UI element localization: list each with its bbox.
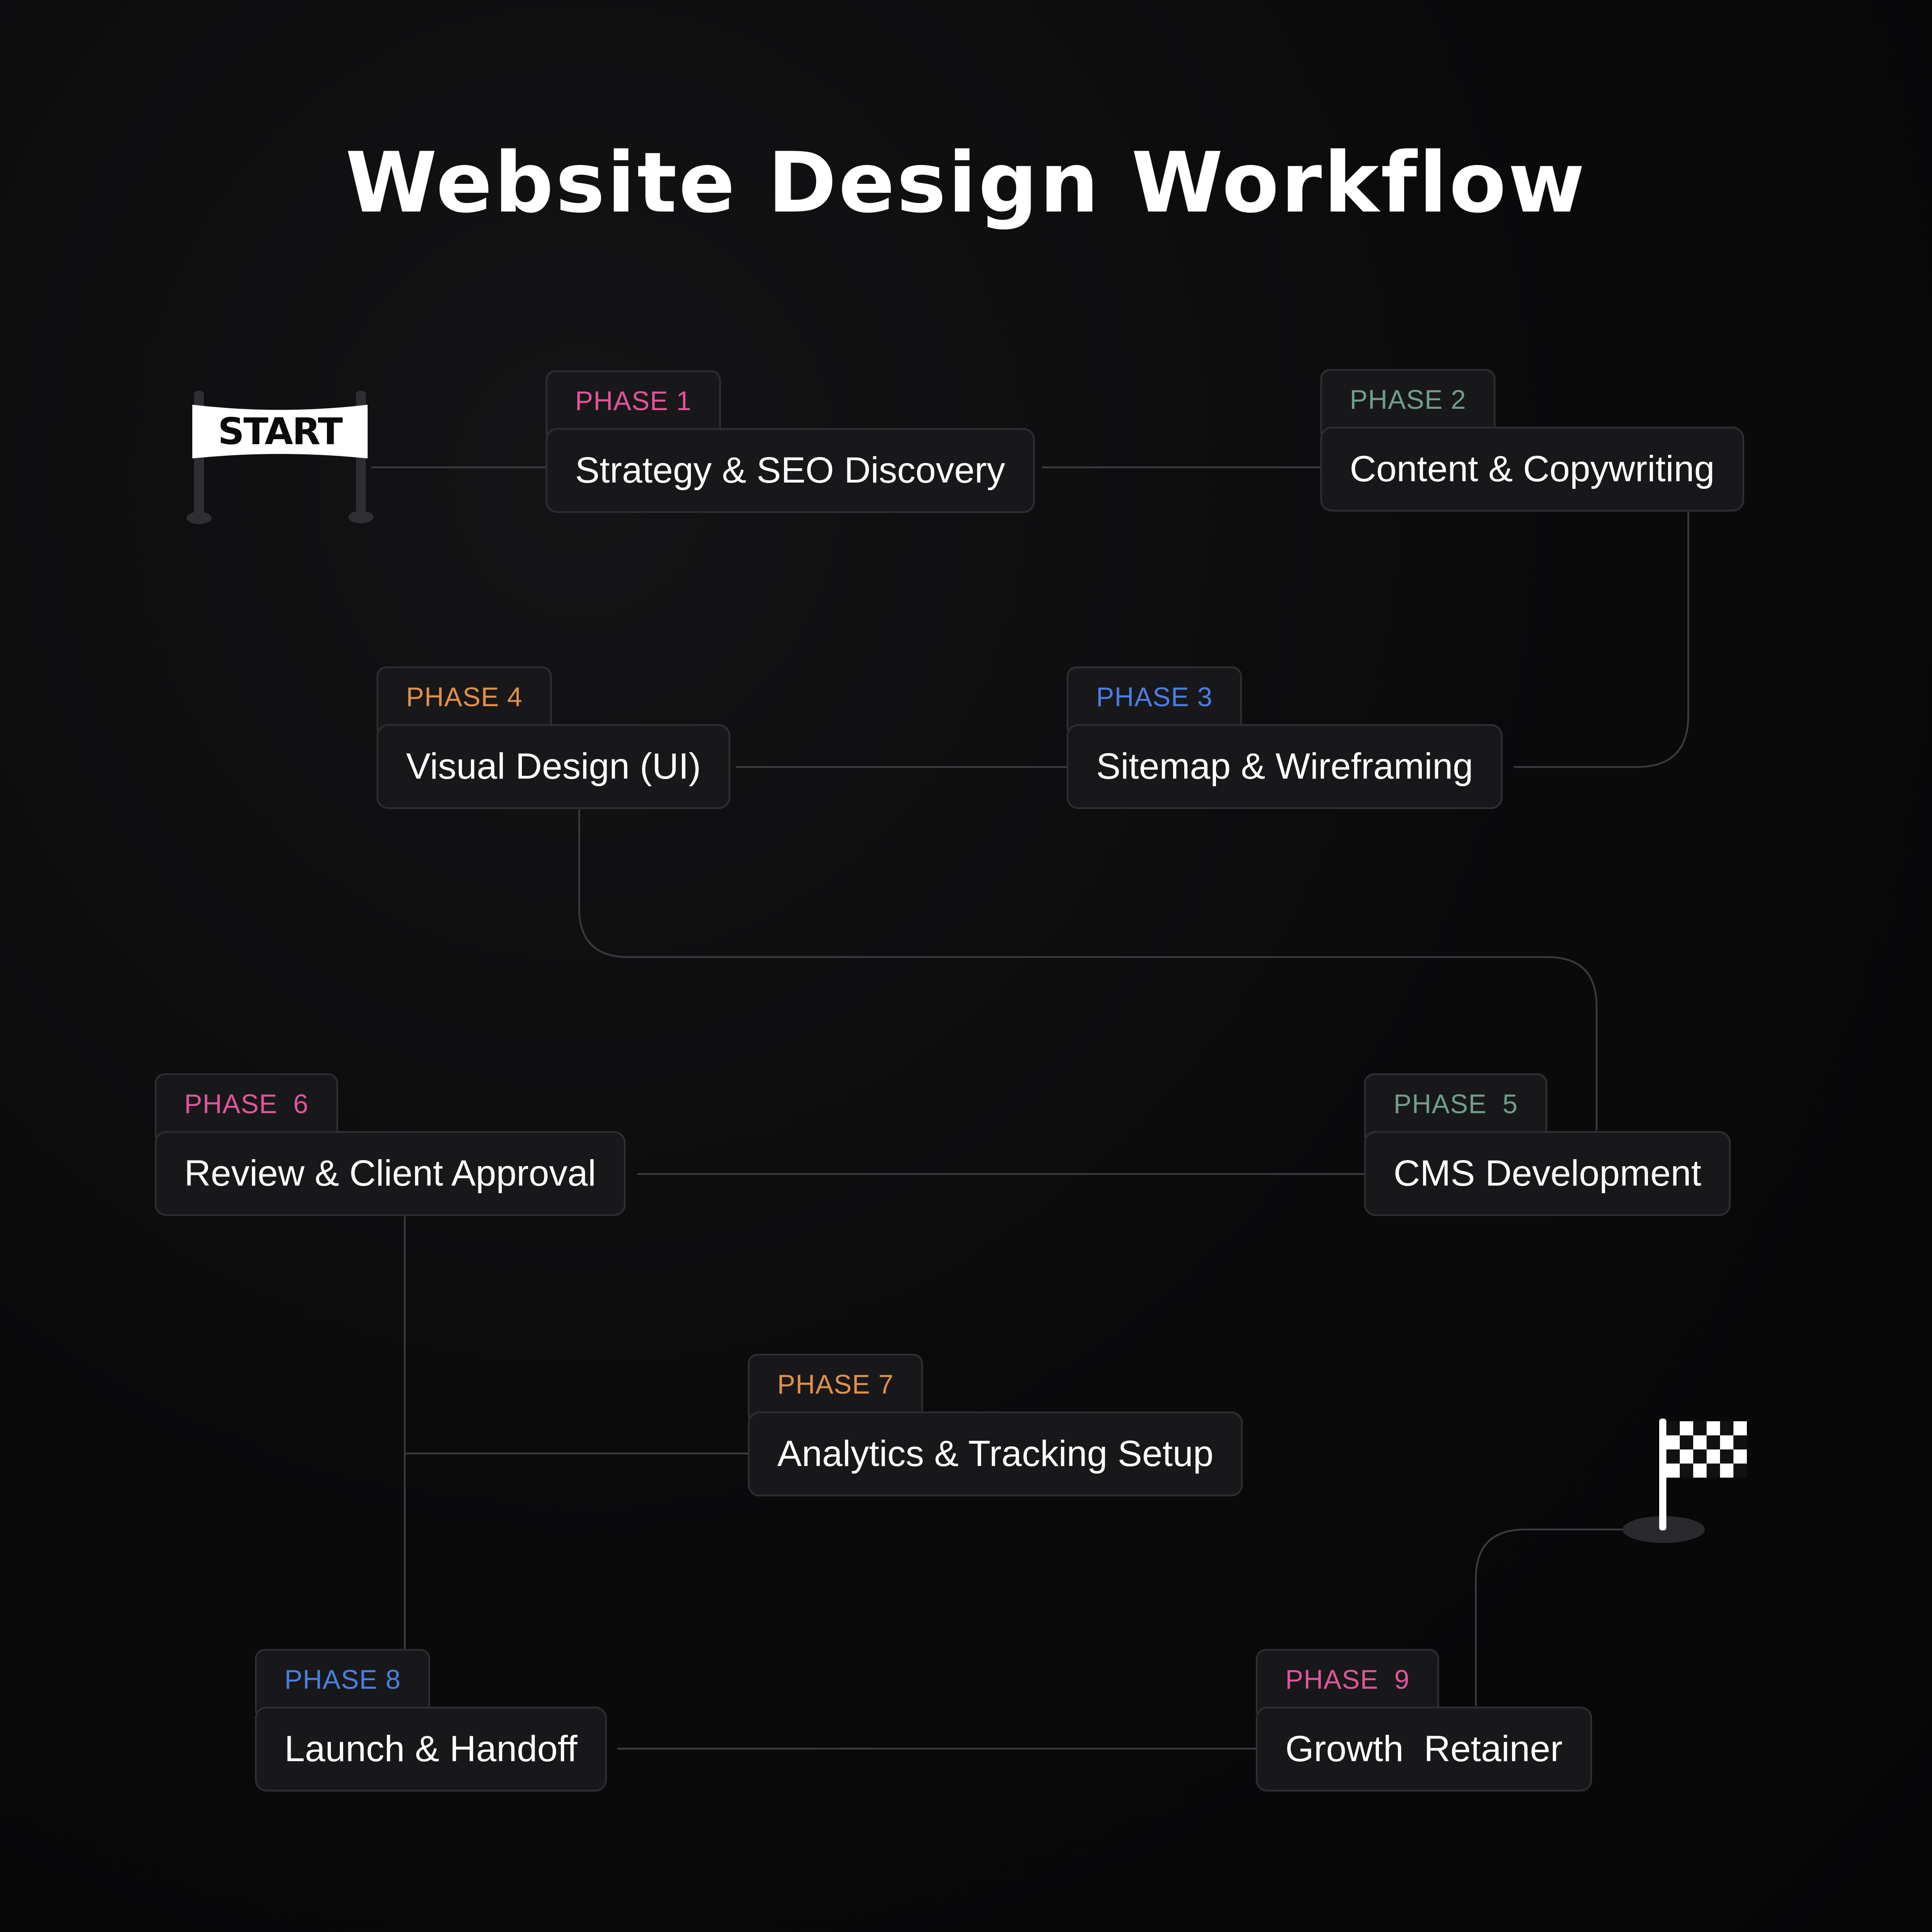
start-sign-text: START xyxy=(218,411,343,453)
connector-phase-4-to-phase-5 xyxy=(578,809,1597,1131)
phase-5-tag: PHASE 5 xyxy=(1364,1073,1548,1138)
phase-5-card[interactable]: CMS Development xyxy=(1364,1131,1731,1216)
finish-flag xyxy=(1610,1409,1762,1561)
phase-3-card[interactable]: Sitemap & Wireframing xyxy=(1067,724,1503,809)
page-title: Website Design Workflow xyxy=(345,134,1587,231)
start-banner-icon: START xyxy=(186,391,373,524)
phase-1-card[interactable]: Strategy & SEO Discovery xyxy=(546,428,1035,513)
phase-2-card[interactable]: Content & Copywriting xyxy=(1320,427,1744,512)
connector-phase-2-to-phase-3 xyxy=(1514,510,1689,768)
phase-2-tag: PHASE 2 xyxy=(1320,369,1496,433)
phase-9-tag: PHASE 9 xyxy=(1256,1649,1440,1713)
phase-7-tag: PHASE 7 xyxy=(748,1354,924,1418)
phase-1-tag: PHASE 1 xyxy=(546,370,721,435)
phase-7-card[interactable]: Analytics & Tracking Setup xyxy=(748,1411,1243,1496)
phase-6-tag: PHASE 6 xyxy=(155,1073,339,1138)
start-banner: START xyxy=(179,385,385,537)
connector-phase-9-to-finish xyxy=(1475,1529,1628,1706)
phase-9-card[interactable]: Growth Retainer xyxy=(1256,1707,1592,1792)
phase-4-card[interactable]: Visual Design (UI) xyxy=(377,724,731,809)
phase-8-tag: PHASE 8 xyxy=(255,1649,431,1713)
phase-6-card[interactable]: Review & Client Approval xyxy=(155,1131,626,1216)
phase-3-tag: PHASE 3 xyxy=(1067,666,1242,731)
phase-8-card[interactable]: Launch & Handoff xyxy=(255,1707,607,1792)
phase-4-tag: PHASE 4 xyxy=(377,666,552,731)
checkered-flag-icon xyxy=(1623,1419,1747,1543)
